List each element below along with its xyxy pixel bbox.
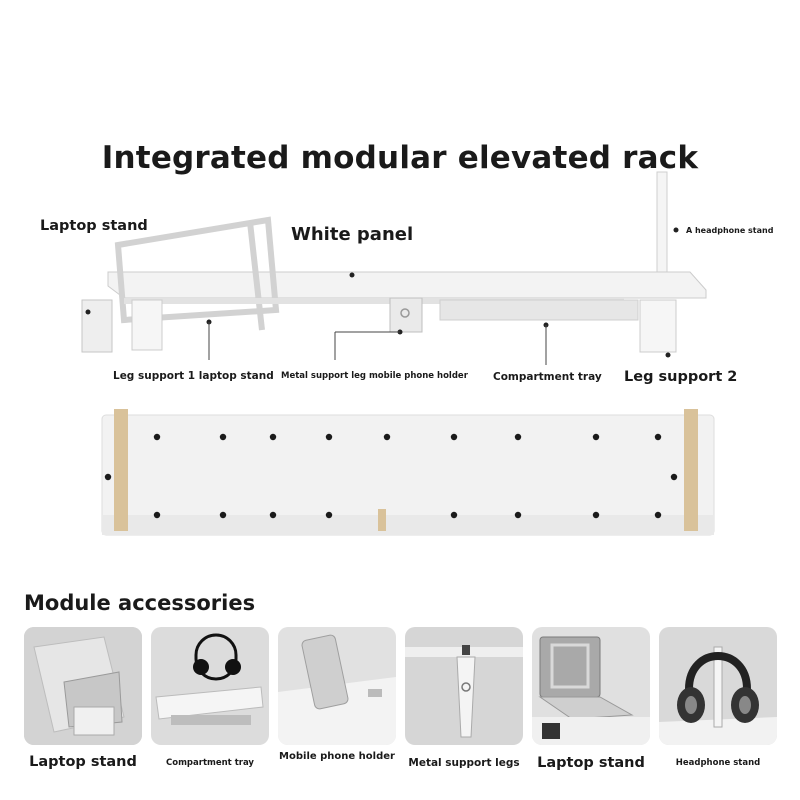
page-title: Integrated modular elevated rack	[101, 140, 699, 176]
callout-compartment-tray: Compartment tray	[493, 371, 602, 383]
callout-leg-support-2: Leg support 2	[624, 369, 738, 385]
accessory-card-metal-support-legs[interactable]	[405, 627, 523, 745]
accessory-label: Headphone stand	[675, 758, 761, 768]
accessory-card-compartment-tray[interactable]	[151, 627, 269, 745]
callout-headphone-stand: A headphone stand	[686, 226, 774, 235]
section-title: Module accessories	[24, 591, 256, 615]
accessory-card-laptop-stand[interactable]	[24, 627, 142, 745]
callout-metal-support-leg: Metal support leg mobile phone holder	[281, 371, 468, 381]
callout-laptop-stand: Laptop stand	[40, 218, 148, 234]
panel-underside-image	[100, 405, 718, 545]
accessory-label: Mobile phone holder	[279, 751, 395, 762]
callout-white-panel: White panel	[291, 224, 414, 245]
accessory-label: Laptop stand	[537, 755, 645, 771]
callout-leg-support-1: Leg support 1 laptop stand	[113, 370, 274, 382]
accessory-card-headphone-stand[interactable]	[659, 627, 777, 745]
accessory-label: Metal support legs	[408, 757, 520, 769]
accessory-card-laptop-stand-2[interactable]	[532, 627, 650, 745]
accessory-label: Compartment tray	[166, 758, 254, 768]
accessory-card-mobile-phone-holder[interactable]	[278, 627, 396, 745]
accessory-label: Laptop stand	[29, 754, 137, 770]
product-diagram	[0, 160, 800, 390]
